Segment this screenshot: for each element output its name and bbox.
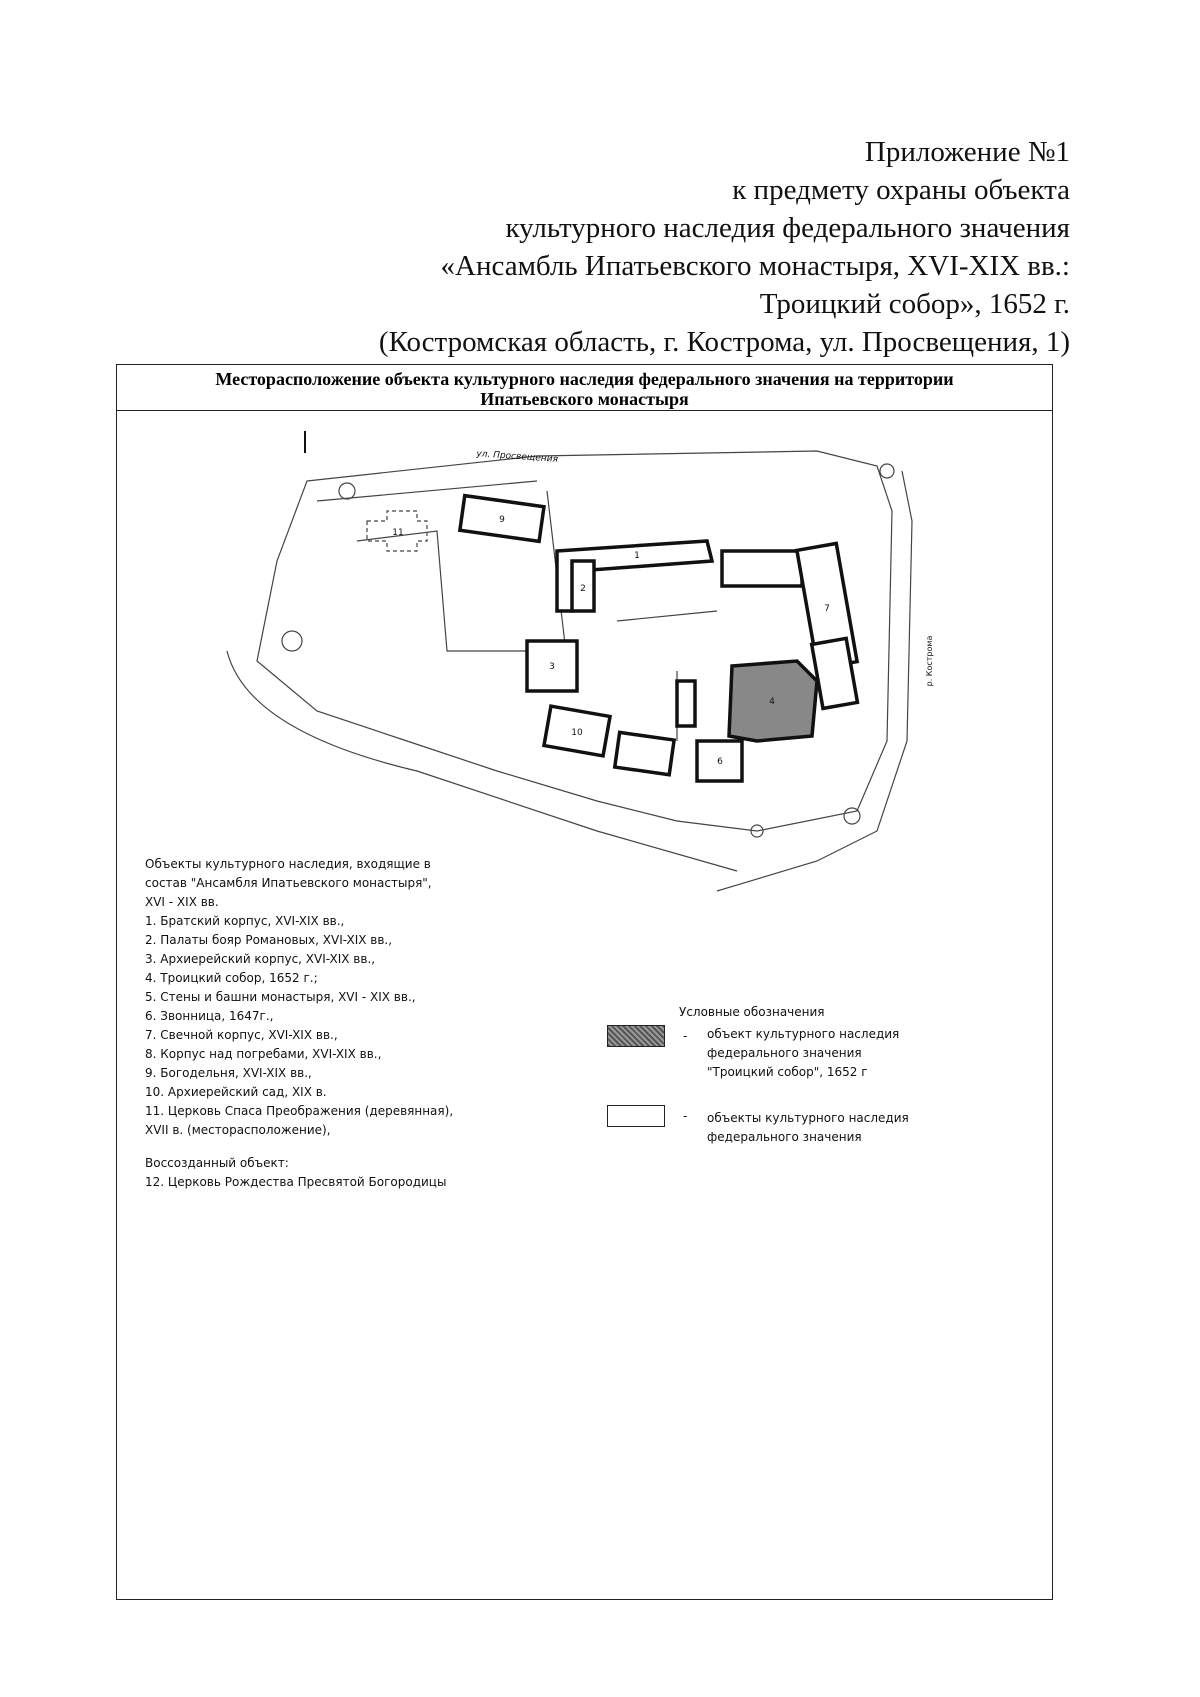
building-number: 6 bbox=[717, 757, 723, 767]
legend-item: 11. Церковь Спаса Преображения (деревянн… bbox=[145, 1104, 454, 1118]
monastery-site-plan: 9 1 2 7 3 4 10 6 11 ул. Просвещения р. К… bbox=[226, 431, 934, 892]
tower bbox=[750, 824, 764, 838]
dash: - bbox=[683, 1029, 688, 1043]
street-label: ул. Просвещения bbox=[475, 449, 559, 465]
building-number: 2 bbox=[580, 584, 586, 594]
legend-item: 9. Богодельня, XVI-XIX вв., bbox=[145, 1066, 312, 1080]
building-8 bbox=[809, 636, 860, 711]
building-number: 11 bbox=[392, 528, 403, 538]
building-number: 3 bbox=[549, 662, 555, 672]
building-small bbox=[675, 679, 697, 728]
header-line: «Ансамбль Ипатьевского монастыря, XVI-XI… bbox=[440, 250, 1070, 282]
map-frame: Месторасположение объекта культурного на… bbox=[116, 364, 1053, 1600]
building-2 bbox=[570, 559, 596, 613]
legend-item: 1. Братский корпус, XVI-XIX вв., bbox=[145, 914, 345, 928]
building-number: 1 bbox=[634, 551, 640, 561]
appendix-header: Приложение №1 к предмету охраны объекта … bbox=[379, 133, 1070, 361]
river-label: р. Кострома bbox=[925, 636, 934, 687]
building-3 bbox=[525, 639, 579, 693]
conventions-title: Условные обозначения bbox=[679, 1005, 825, 1019]
legend-item: 10. Архиерейский сад, XIX в. bbox=[145, 1085, 327, 1099]
legend-intro: Объекты культурного наследия, входящие в bbox=[145, 857, 431, 871]
header-line: Приложение №1 bbox=[864, 136, 1070, 168]
recreated-title: Воссозданный объект: bbox=[145, 1156, 289, 1170]
tower bbox=[843, 807, 861, 825]
building-number: 4 bbox=[769, 697, 775, 707]
convention-line: объекты культурного наследия bbox=[707, 1111, 909, 1125]
building-5 bbox=[720, 549, 804, 588]
building-9 bbox=[457, 493, 546, 544]
header-line: к предмету охраны объекта bbox=[732, 174, 1070, 206]
convention-line: федерального значения bbox=[707, 1130, 862, 1144]
object-list: Объекты культурного наследия, входящие в… bbox=[145, 855, 453, 1192]
convention-text: объекты культурного наследия федеральног… bbox=[707, 1109, 909, 1147]
building-number: 10 bbox=[571, 728, 583, 738]
trinity-cathedral bbox=[727, 659, 819, 743]
convention-line: федерального значения bbox=[707, 1046, 862, 1060]
legend-intro: состав "Ансамбля Ипатьевского монастыря"… bbox=[145, 876, 432, 890]
legend-item: 3. Архиерейский корпус, XVI-XIX вв., bbox=[145, 952, 376, 966]
legend-item: 4. Троицкий собор, 1652 г.; bbox=[145, 971, 318, 985]
building-10 bbox=[541, 704, 613, 758]
church-11 bbox=[366, 510, 428, 552]
legend-item: 2. Палаты бояр Романовых, XVI-XIX вв., bbox=[145, 933, 393, 947]
legend-item: 6. Звонница, 1647г., bbox=[145, 1009, 274, 1023]
frame-title-line: Месторасположение объекта культурного на… bbox=[215, 369, 954, 389]
frame-title: Месторасположение объекта культурного на… bbox=[117, 365, 1052, 411]
convention-line: объект культурного наследия bbox=[707, 1027, 900, 1041]
recreated-item: 12. Церковь Рождества Пресвятой Богороди… bbox=[145, 1175, 447, 1189]
header-line: Троицкий собор», 1652 г. bbox=[759, 288, 1070, 320]
tower bbox=[281, 630, 303, 652]
building-number: 9 bbox=[499, 515, 505, 525]
building-12 bbox=[695, 739, 744, 783]
legend-item: XVII в. (месторасположение), bbox=[145, 1123, 331, 1137]
legend-item: 7. Свечной корпус, XVI-XIX вв., bbox=[145, 1028, 338, 1042]
legend-item: 5. Стены и башни монастыря, XVI - XIX вв… bbox=[145, 990, 416, 1004]
frame-title-line: Ипатьевского монастыря bbox=[480, 389, 689, 409]
building-number: 7 bbox=[824, 604, 830, 614]
dash: - bbox=[683, 1109, 688, 1123]
tower bbox=[879, 463, 895, 479]
header-line: (Костромская область, г. Кострома, ул. П… bbox=[378, 326, 1070, 358]
outline-swatch bbox=[607, 1105, 665, 1127]
outer-road bbox=[226, 470, 913, 892]
legend-item: 8. Корпус над погребами, XVI-XIX вв., bbox=[145, 1047, 382, 1061]
highlight-swatch bbox=[607, 1025, 665, 1047]
legend-intro: XVI - XIX вв. bbox=[145, 895, 219, 909]
building-6 bbox=[612, 730, 677, 777]
convention-text: объект культурного наследия федерального… bbox=[707, 1025, 899, 1082]
header-line: культурного наследия федерального значен… bbox=[505, 212, 1070, 244]
tower bbox=[338, 482, 356, 500]
convention-line: "Троицкий собор", 1652 г bbox=[707, 1065, 868, 1079]
monastery-wall bbox=[256, 450, 893, 832]
